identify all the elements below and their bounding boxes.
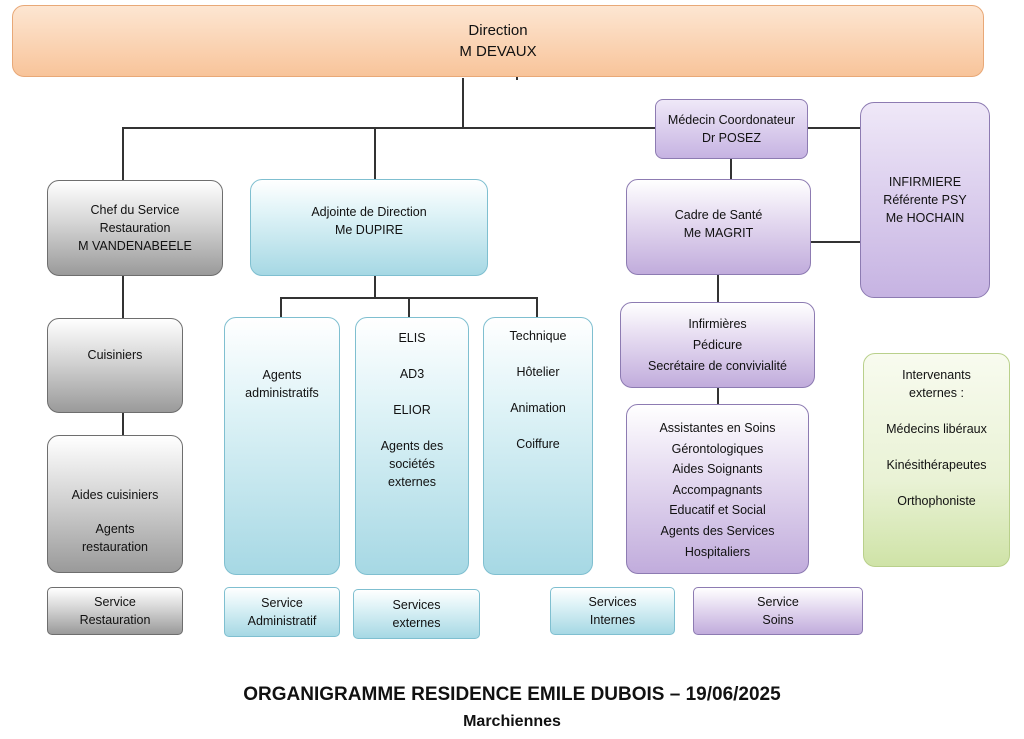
aides-soignants-label: Aides Soignants (672, 462, 763, 477)
ad3-label: AD3 (399, 367, 425, 381)
legend-soins-line2: Soins (762, 613, 794, 627)
aides-cuisiniers-box: Aides cuisiniers Agents restauration (47, 435, 183, 573)
infirmiere-role: Référente PSY (883, 193, 967, 207)
chef-name: M VANDENABEELE (78, 239, 192, 253)
agents-admin-line1: Agents (262, 368, 302, 382)
legend-internes-line2: Internes (589, 613, 636, 627)
medecin-name: Dr POSEZ (701, 131, 762, 145)
legend-administratif-line2: Administratif (247, 614, 317, 628)
legend-service-soins: Service Soins (693, 587, 863, 635)
legend-externes-line2: externes (392, 616, 441, 630)
agents-societes-line3: externes (388, 475, 436, 489)
hospitaliers-label: Hospitaliers (684, 544, 751, 559)
cuisiniers-box: Cuisiniers (47, 318, 183, 413)
connector (811, 241, 860, 243)
societes-externes-box: ELIS AD3 ELIOR Agents des sociétés exter… (355, 317, 469, 575)
coiffure-label: Coiffure (516, 437, 560, 451)
legend-externes-line1: Services (392, 598, 441, 612)
connector (717, 388, 719, 404)
medecins-liberaux-label: Médecins libéraux (886, 422, 987, 436)
connector (122, 276, 124, 318)
adjointe-title: Adjointe de Direction (311, 204, 427, 219)
hotelier-label: Hôtelier (516, 365, 560, 379)
legend-services-internes: Services Internes (550, 587, 675, 635)
medecin-title: Médecin Coordonateur (667, 113, 796, 127)
director-name: M DEVAUX (459, 43, 537, 60)
animation-label: Animation (510, 401, 566, 415)
agents-administratifs-box: Agents administratifs (224, 317, 340, 575)
connector (717, 275, 719, 302)
orthophoniste-label: Orthophoniste (897, 494, 976, 508)
agents-societes-line2: sociétés (389, 457, 435, 471)
infirmiere-name: Me HOCHAIN (885, 211, 965, 225)
page-subtitle: Marchiennes (463, 713, 561, 730)
infirmiere-psy-box: INFIRMIERE Référente PSY Me HOCHAIN (860, 102, 990, 298)
agents-label: Agents (95, 522, 135, 536)
direction-box: Direction M DEVAUX (12, 5, 984, 77)
cadre-name: Me MAGRIT (683, 226, 754, 240)
infirmieres-label: Infirmières (688, 316, 747, 331)
agents-societes-line1: Agents des (380, 439, 444, 453)
services-internes-box: Technique Hôtelier Animation Coiffure (483, 317, 593, 575)
agents-admin-line2: administratifs (245, 386, 319, 400)
secretaire-label: Secrétaire de convivialité (648, 358, 787, 373)
connector (536, 297, 538, 317)
page-title: ORGANIGRAMME RESIDENCE EMILE DUBOIS – 19… (243, 684, 781, 705)
legend-restauration-line1: Service (94, 595, 136, 609)
connector (280, 297, 282, 317)
assistantes-line1: Assistantes en Soins (659, 421, 776, 435)
legend-soins-line1: Service (757, 595, 799, 609)
infirmieres-box: Infirmières Pédicure Secrétaire de convi… (620, 302, 815, 388)
connector (408, 297, 410, 317)
chef-restauration-box: Chef du Service Restauration M VANDENABE… (47, 180, 223, 276)
restauration-label: restauration (81, 540, 148, 554)
pedicure-label: Pédicure (692, 337, 743, 352)
adjointe-direction-box: Adjointe de Direction Me DUPIRE (250, 179, 488, 276)
educatif-social-label: Educatif et Social (669, 503, 766, 518)
intervenants-externes-box: Intervenants externes : Médecins libérau… (863, 353, 1010, 567)
elior-label: ELIOR (393, 403, 431, 417)
connector (374, 276, 376, 298)
accompagnants-label: Accompagnants (672, 482, 763, 497)
technique-label: Technique (509, 329, 567, 343)
cuisiniers-label: Cuisiniers (87, 347, 143, 362)
aides-cuisiniers-label: Aides cuisiniers (71, 488, 159, 502)
connector (122, 413, 124, 435)
connector (122, 127, 656, 129)
connector (808, 127, 860, 129)
assistantes-line2: Gérontologiques (671, 441, 764, 456)
chef-title: Chef du Service (90, 203, 180, 217)
legend-administratif-line1: Service (261, 596, 303, 610)
assistantes-soins-box: Assistantes en Soins Gérontologiques Aid… (626, 404, 809, 574)
cadre-title: Cadre de Santé (674, 208, 763, 222)
infirmiere-title: INFIRMIERE (888, 175, 962, 189)
kinesitherapeutes-label: Kinésithérapeutes (886, 458, 987, 472)
connector (462, 78, 464, 128)
legend-service-administratif: Service Administratif (224, 587, 340, 637)
legend-services-externes: Services externes (353, 589, 480, 639)
chef-service: Restauration (99, 221, 171, 235)
connector (122, 127, 124, 181)
legend-service-restauration: Service Restauration (47, 587, 183, 635)
intervenants-title-line1: Intervenants (902, 368, 971, 382)
intervenants-title-line2: externes : (909, 386, 964, 400)
medecin-coordonateur-box: Médecin Coordonateur Dr POSEZ (655, 99, 808, 159)
agents-services-label: Agents des Services (660, 523, 775, 538)
direction-title: Direction (468, 22, 528, 39)
connector (374, 127, 376, 179)
elis-label: ELIS (398, 331, 426, 345)
adjointe-name: Me DUPIRE (334, 222, 404, 237)
cadre-sante-box: Cadre de Santé Me MAGRIT (626, 179, 811, 275)
legend-restauration-line2: Restauration (79, 613, 151, 627)
legend-internes-line1: Services (588, 595, 637, 609)
connector (730, 159, 732, 179)
